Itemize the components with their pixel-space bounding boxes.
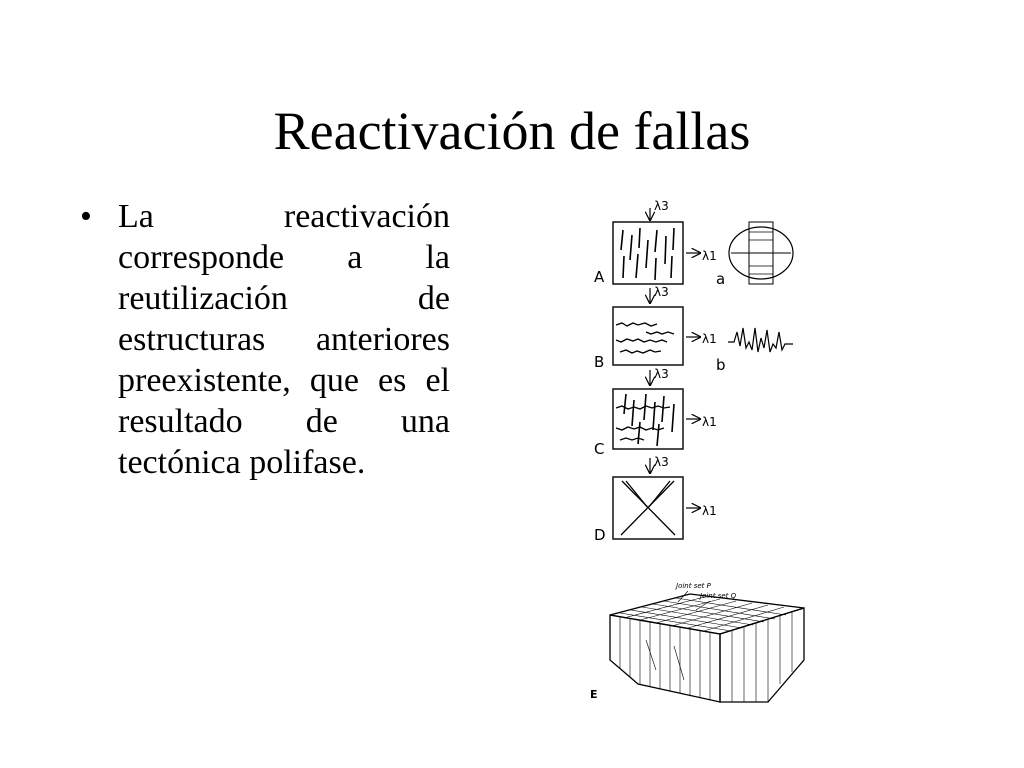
slide-title: Reactivación de fallas: [273, 101, 751, 161]
inset-a-ellipse: [728, 226, 794, 280]
joint-set-p-label: Joint set P: [674, 582, 712, 590]
panel-b-box: [612, 306, 684, 366]
joint-set-q-label: Joint set Q: [698, 592, 737, 600]
panel-a-box: [612, 221, 684, 285]
block-right-joints: [731, 612, 793, 702]
panel-d-box: [612, 476, 684, 540]
inset-b-profile: [728, 327, 793, 353]
bullet-marker: •: [80, 198, 92, 235]
bullet-text: La reactivación corresponde a la reutili…: [118, 198, 450, 481]
panel-a: λ3 λ1 A a: [594, 199, 794, 288]
block-right-face: [719, 607, 805, 703]
figure-svg: λ3 λ1 A a λ: [590, 199, 805, 703]
stress-label-l1: λ1: [702, 504, 717, 518]
panel-label-d: D: [594, 526, 606, 544]
panel-d: λ3 λ1 D: [594, 455, 717, 544]
panel-label-c: C: [594, 440, 604, 458]
panel-a-joints: [620, 227, 675, 281]
panel-c: λ3 λ1 C: [594, 367, 717, 458]
fault-reactivation-figure: λ3 λ1 A a λ: [528, 190, 828, 735]
panel-b-fractures: [615, 322, 675, 354]
stress-label-l1: λ1: [702, 249, 717, 263]
block-front-face: [609, 614, 721, 703]
panel-e-block: Joint set P Joint set Q: [590, 582, 805, 703]
block-top-joints: [619, 596, 787, 632]
stress-label-l3: λ3: [654, 455, 669, 469]
block-front-joints: [619, 617, 711, 700]
stress-label-l3: λ3: [654, 199, 669, 213]
panel-label-a: A: [594, 268, 605, 286]
panel-c-box: [612, 388, 684, 450]
bullet-item: • La reactivación corresponde a la reuti…: [80, 196, 452, 483]
inset-label-b: b: [716, 356, 726, 374]
stress-label-l1: λ1: [702, 332, 717, 346]
panel-c-joints: [623, 393, 675, 447]
panel-label-b: B: [594, 353, 604, 371]
stress-label-l3: λ3: [654, 285, 669, 299]
inset-label-a: a: [716, 270, 725, 288]
stress-label-l1: λ1: [702, 415, 717, 429]
stress-label-l3: λ3: [654, 367, 669, 381]
panel-d-shear-planes: [620, 480, 676, 536]
panel-label-e: E: [590, 688, 598, 701]
panel-b: λ3 λ1 B b: [594, 285, 793, 374]
